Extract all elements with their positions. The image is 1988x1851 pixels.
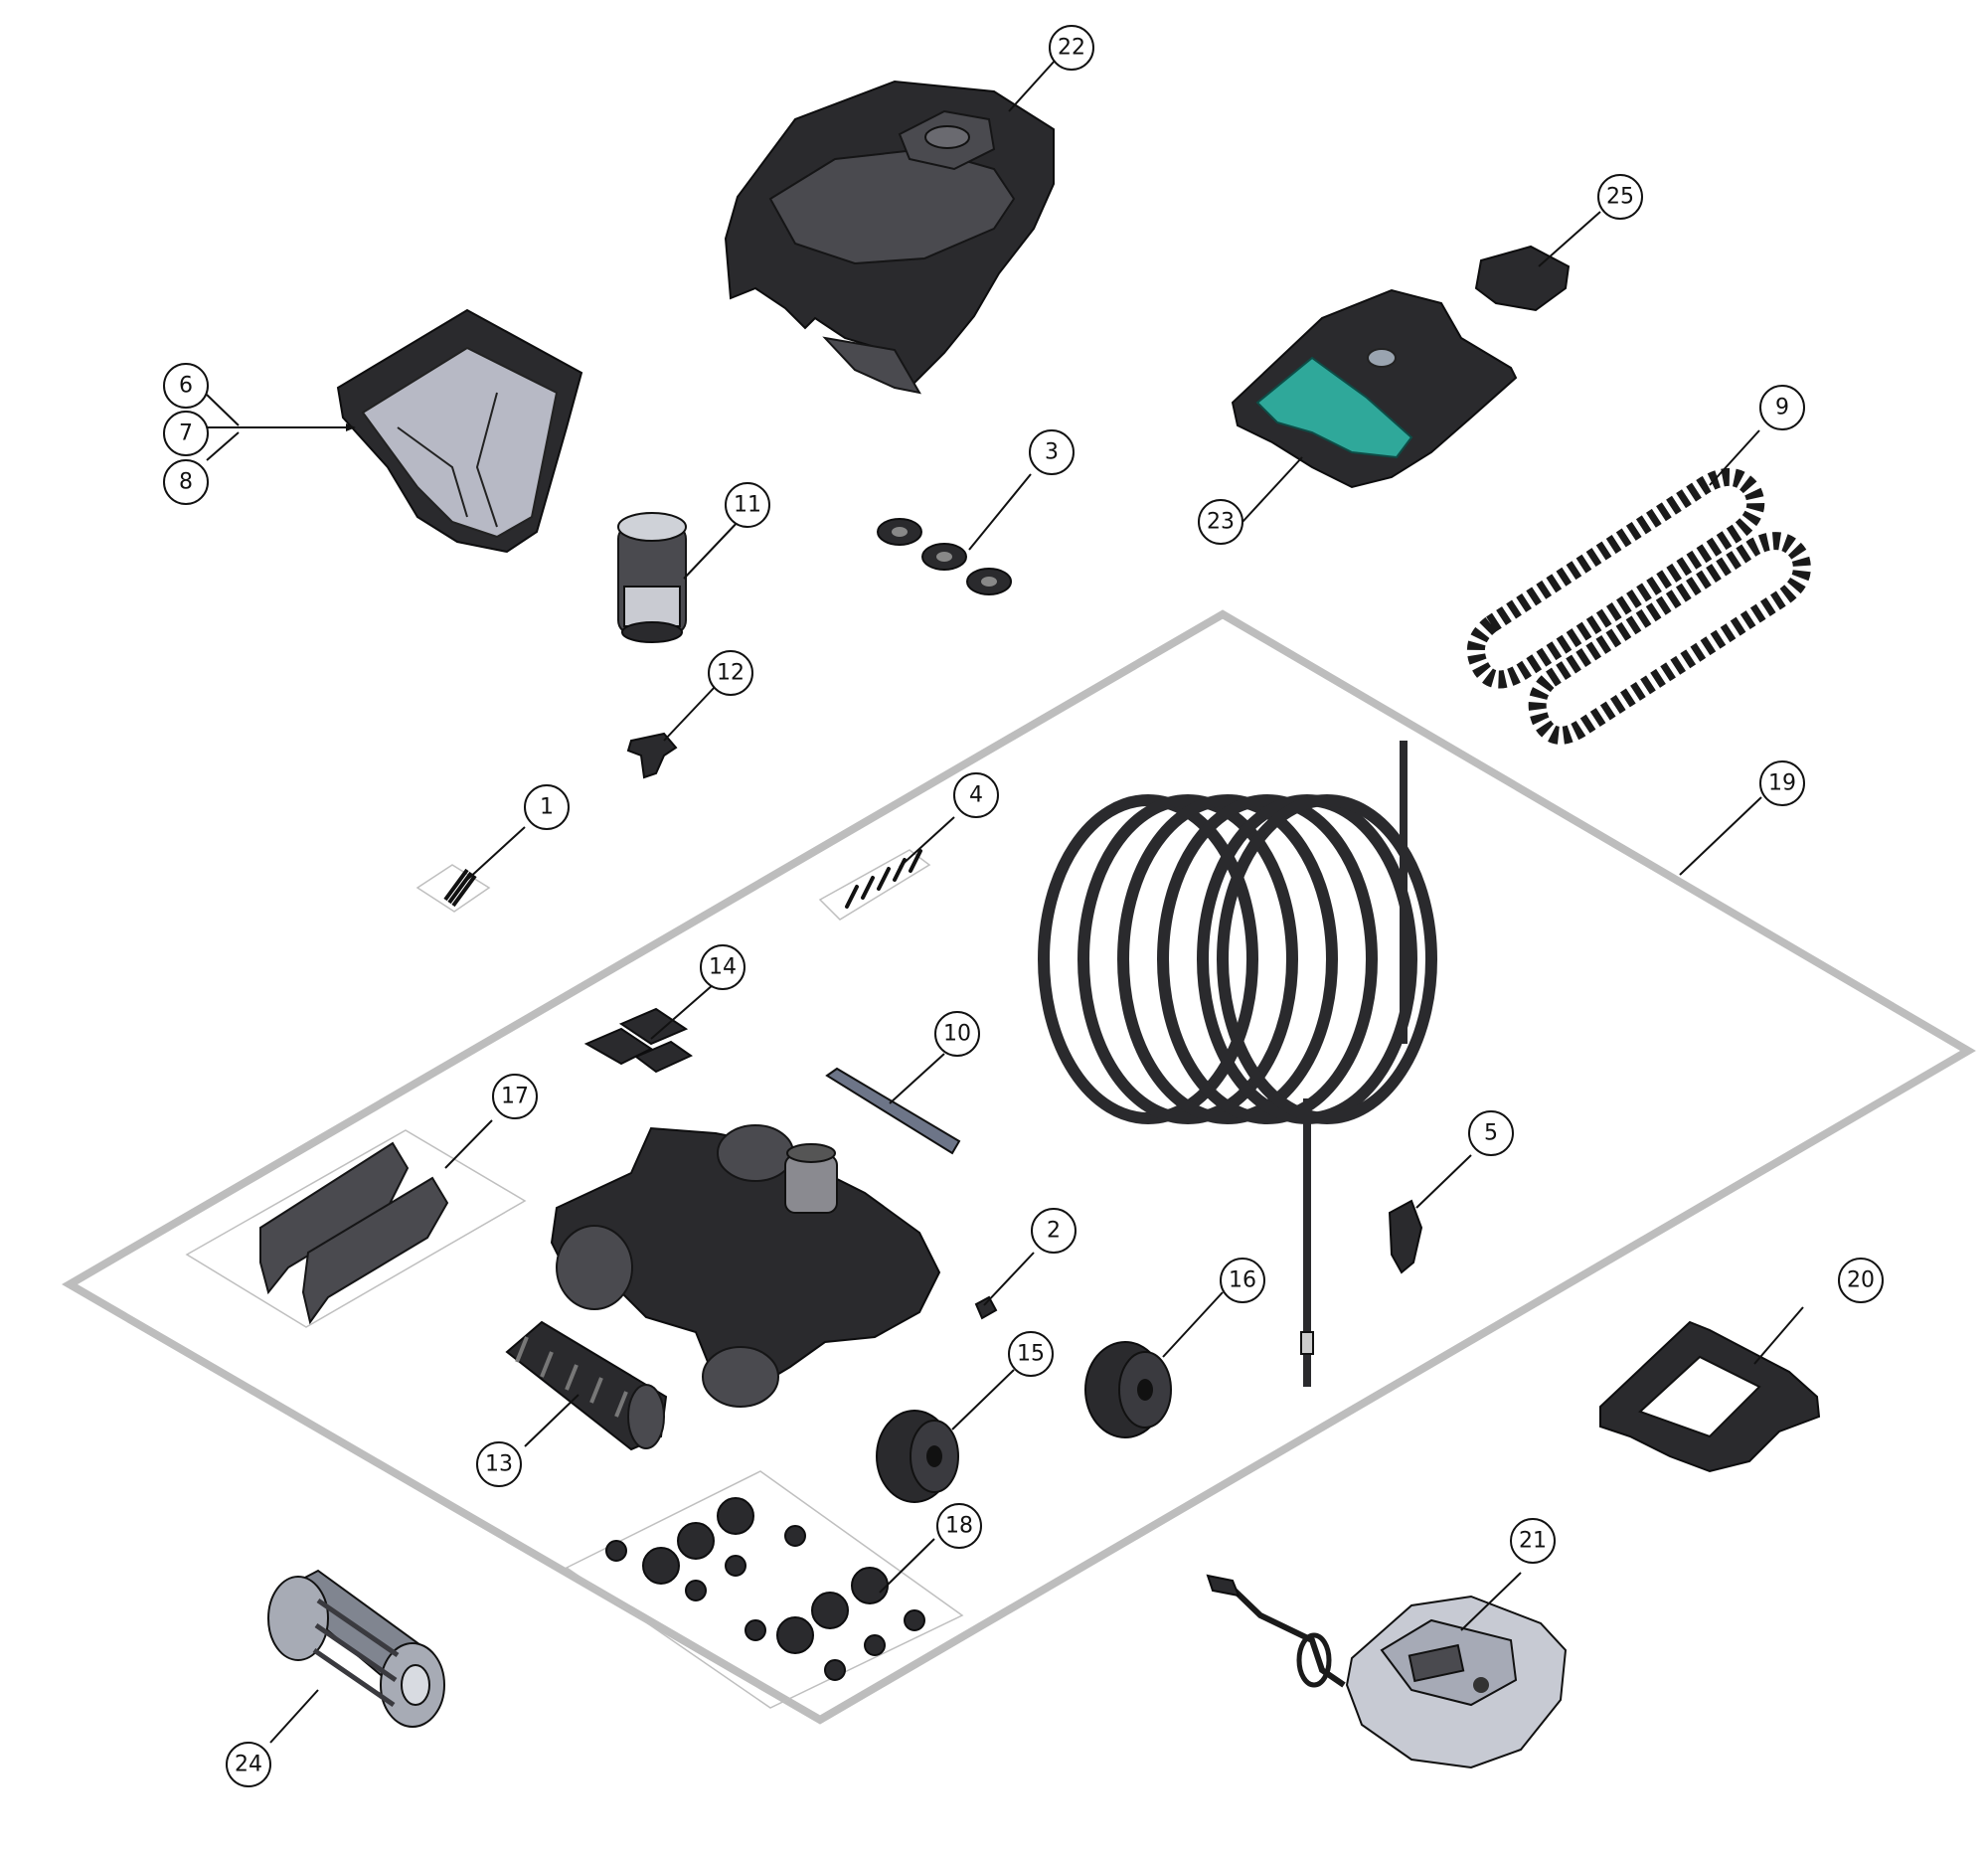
callout-6: 6 xyxy=(163,363,209,409)
pads-part xyxy=(583,1007,694,1074)
callout-15-label: 15 xyxy=(1017,1342,1045,1367)
spring-part xyxy=(415,864,491,913)
callout-16-label: 16 xyxy=(1229,1268,1256,1293)
callout-18-label: 18 xyxy=(945,1514,973,1539)
callout-20-label: 20 xyxy=(1847,1268,1875,1293)
callout-9: 9 xyxy=(1759,385,1805,430)
callout-22: 22 xyxy=(1049,25,1094,71)
callout-13-label: 13 xyxy=(485,1452,513,1477)
screws-kit-part xyxy=(818,849,931,921)
callout-1: 1 xyxy=(524,784,570,830)
callout-17-label: 17 xyxy=(501,1085,529,1109)
callout-6-label: 6 xyxy=(179,374,193,399)
callout-21: 21 xyxy=(1510,1518,1556,1564)
callout-7-label: 7 xyxy=(179,421,193,446)
callout-13: 13 xyxy=(476,1441,522,1487)
callout-11: 11 xyxy=(725,482,770,528)
impeller-housing-part xyxy=(617,512,687,643)
filter-basket-part xyxy=(336,308,583,554)
tracks-part xyxy=(1467,468,1811,745)
callout-12-label: 12 xyxy=(717,661,745,686)
callout-19-label: 19 xyxy=(1768,771,1796,796)
callout-19: 19 xyxy=(1759,760,1805,806)
callout-3: 3 xyxy=(1029,429,1075,475)
leader-lines xyxy=(206,59,1804,1744)
callout-14-label: 14 xyxy=(709,955,737,980)
caps-set-part xyxy=(877,518,1012,595)
callout-9-label: 9 xyxy=(1775,396,1789,421)
motor-chassis-kit-outline xyxy=(62,609,1976,1725)
callout-21-label: 21 xyxy=(1519,1529,1547,1554)
top-cover-part xyxy=(1231,288,1518,489)
callout-3-label: 3 xyxy=(1045,440,1059,465)
callout-7: 7 xyxy=(163,411,209,456)
callout-23-label: 23 xyxy=(1207,510,1235,535)
callout-24: 24 xyxy=(226,1742,271,1787)
power-supply-part xyxy=(1206,1574,1568,1769)
side-flaps-kit-part xyxy=(185,1129,527,1328)
roller-brush-part xyxy=(267,1569,445,1728)
callout-17: 17 xyxy=(492,1074,538,1119)
callout-22-label: 22 xyxy=(1058,36,1085,61)
callout-24-label: 24 xyxy=(235,1753,262,1777)
callout-5-label: 5 xyxy=(1484,1121,1498,1146)
spiral-brush-part xyxy=(505,1320,668,1451)
wheel-part-16 xyxy=(1084,1341,1172,1438)
callout-20: 20 xyxy=(1838,1258,1884,1303)
latch-button-part xyxy=(1474,245,1571,312)
impeller-part xyxy=(626,732,678,779)
floating-cable-part xyxy=(1038,741,1437,1387)
callout-2-label: 2 xyxy=(1047,1219,1061,1244)
callout-23: 23 xyxy=(1198,499,1243,545)
callout-8-label: 8 xyxy=(179,470,193,495)
callout-15: 15 xyxy=(1008,1331,1054,1377)
top-housing-part xyxy=(724,80,1055,395)
callout-2: 2 xyxy=(1031,1208,1077,1254)
callout-25: 25 xyxy=(1597,174,1643,220)
callout-16: 16 xyxy=(1220,1258,1265,1303)
motor-chassis-part xyxy=(550,1124,941,1408)
handle-part xyxy=(1599,1320,1821,1473)
callout-10: 10 xyxy=(934,1011,980,1057)
callout-11-label: 11 xyxy=(734,493,761,518)
small-clip-part xyxy=(974,1295,998,1320)
comb-bar-part xyxy=(825,1067,961,1155)
callout-1-label: 1 xyxy=(540,795,554,820)
callout-14: 14 xyxy=(700,944,746,990)
callout-18: 18 xyxy=(936,1503,982,1549)
callout-4-label: 4 xyxy=(969,783,983,808)
callout-25-label: 25 xyxy=(1606,185,1634,210)
callout-5: 5 xyxy=(1468,1110,1514,1156)
callout-10-label: 10 xyxy=(943,1022,971,1047)
callout-4: 4 xyxy=(953,772,999,818)
callout-8: 8 xyxy=(163,459,209,505)
gear-kit-part xyxy=(565,1470,964,1709)
callout-12: 12 xyxy=(708,650,753,696)
swivel-connector-part xyxy=(1388,1199,1423,1274)
wheel-part-15 xyxy=(876,1410,959,1503)
